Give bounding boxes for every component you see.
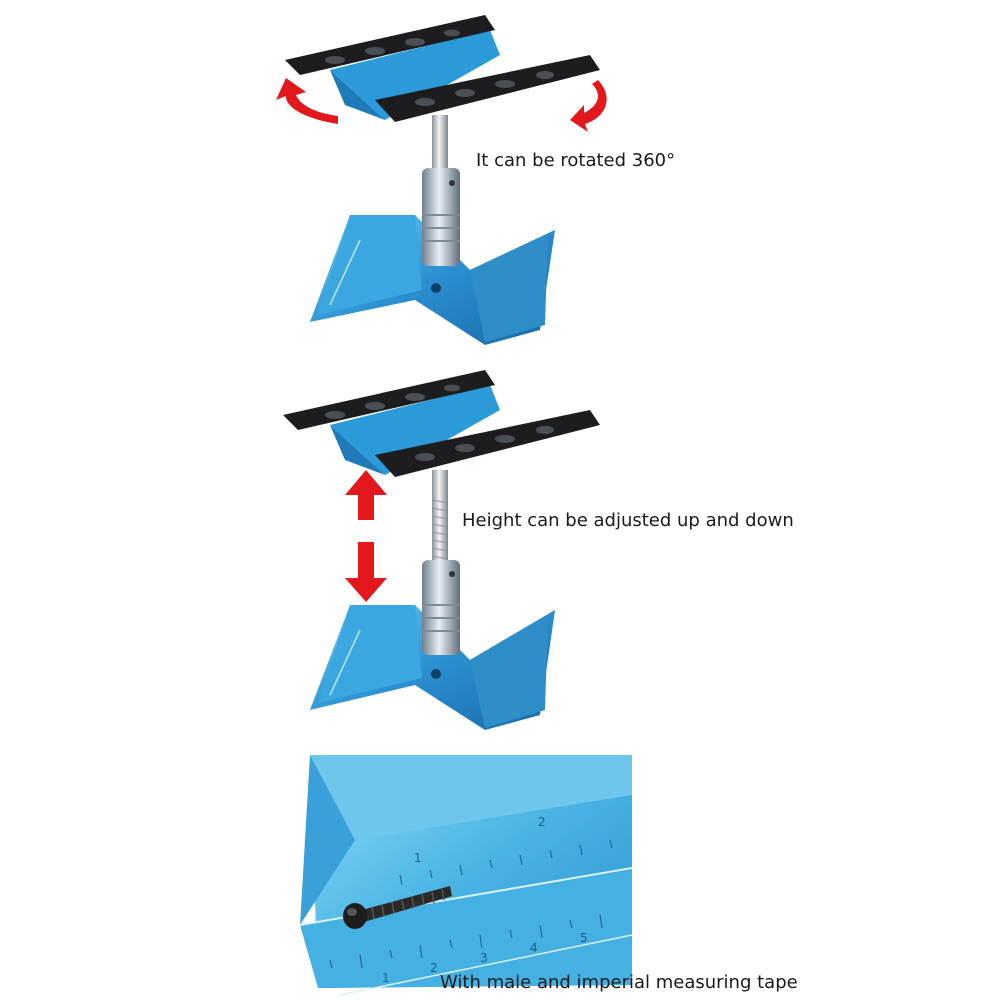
ruler-top-mark-2: 2 — [538, 815, 546, 829]
height-collar — [422, 560, 460, 655]
rotate-right-arrow-icon — [570, 80, 607, 132]
height-collar — [422, 168, 460, 266]
rotate-caption: It can be rotated 360° — [476, 150, 676, 171]
ruler-bottom-mark-4: 4 — [530, 941, 538, 955]
rotating-stand-illustration — [276, 15, 607, 345]
tape-caption: With male and imperial measuring tape — [440, 972, 798, 993]
screw — [343, 886, 452, 929]
base-plate — [310, 605, 555, 730]
up-arrow-icon — [345, 470, 387, 520]
height-stand-illustration — [283, 370, 600, 730]
top-platform — [283, 370, 600, 477]
down-arrow-icon — [345, 542, 387, 602]
ruler-ticks — [329, 839, 613, 969]
ruler-bottom-mark-5: 5 — [580, 931, 588, 945]
ruler-bottom-mark-1: 1 — [382, 971, 390, 985]
tape-panel: 1 2 1 2 3 4 5 With male and imperial mea… — [0, 750, 1001, 1001]
rotate-left-arrow-icon — [276, 78, 338, 124]
ruler-bottom-mark-2: 2 — [430, 961, 438, 975]
rotation-panel: It can be rotated 360° — [0, 0, 1001, 350]
ruler-bottom-mark-3: 3 — [480, 951, 488, 965]
ruler-closeup-illustration: 1 2 1 2 3 4 5 — [299, 755, 633, 996]
height-caption: Height can be adjusted up and down — [462, 510, 794, 531]
height-panel: Height can be adjusted up and down — [0, 360, 1001, 730]
base-plate — [310, 215, 555, 345]
ruler-top-mark-1: 1 — [414, 851, 422, 865]
top-platform — [285, 15, 600, 122]
